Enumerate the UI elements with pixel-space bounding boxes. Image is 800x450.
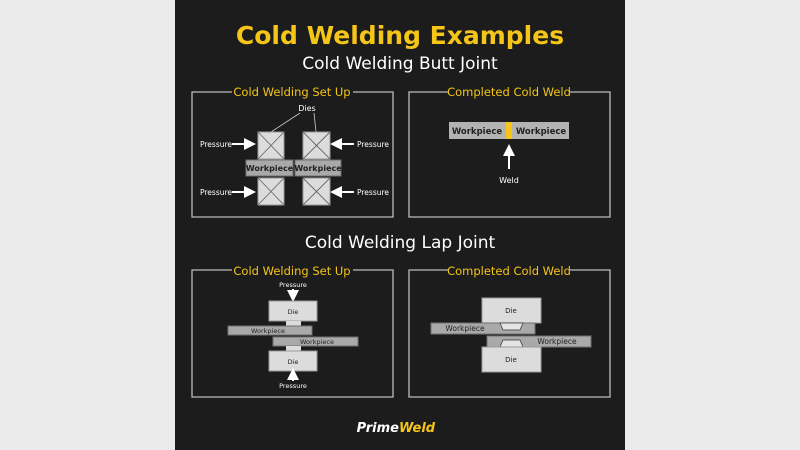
die-label: Die [288, 308, 299, 316]
butt-joint-heading: Cold Welding Butt Joint [302, 54, 498, 74]
workpiece-label: Workpiece [537, 337, 577, 346]
die-bottom-left [257, 177, 285, 206]
die-top [481, 297, 542, 324]
workpiece-label: Workpiece [251, 327, 285, 335]
workpiece-right [294, 159, 342, 177]
die-top-left [257, 131, 285, 160]
workpiece-label: Workpiece [300, 338, 334, 346]
weld-seam [506, 122, 512, 139]
die-label: Die [505, 356, 517, 364]
logo-weld: Weld [399, 421, 436, 436]
dies-label: Dies [298, 104, 315, 113]
pressure-label: Pressure [200, 140, 232, 149]
die-bottom-right [302, 177, 331, 206]
butt-setup-box: Cold Welding Set Up Dies Workpiece Workp… [191, 84, 394, 218]
die-top-right [302, 131, 331, 160]
lap-completed-title: Completed Cold Weld [447, 264, 571, 278]
butt-setup-title: Cold Welding Set Up [233, 85, 350, 99]
dark-panel [175, 0, 625, 450]
logo-prime: Prime [357, 421, 400, 436]
pressure-label: Pressure [357, 188, 389, 197]
lap-setup-box: Cold Welding Set Up Pressure Die Workpie… [191, 262, 394, 398]
butt-completed-box: Completed Cold Weld Workpiece Workpiece … [408, 84, 611, 218]
pressure-label: Pressure [357, 140, 389, 149]
pressure-label: Pressure [279, 382, 307, 390]
workpiece-label: Workpiece [452, 127, 503, 137]
workpiece-lower [272, 336, 359, 347]
lap-completed-box: Completed Cold Weld Die Workpiece Workpi… [408, 262, 611, 398]
workpiece-right-label: Workpiece [294, 164, 342, 173]
lap-setup-title: Cold Welding Set Up [233, 264, 350, 278]
workpiece-label: Workpiece [445, 324, 485, 333]
pressure-label: Pressure [200, 188, 232, 197]
primeweld-logo: Prime Weld [357, 421, 436, 436]
workpiece-label: Workpiece [516, 127, 567, 137]
die-label: Die [288, 358, 299, 366]
pressure-label: Pressure [279, 281, 307, 289]
workpiece-left [245, 159, 294, 177]
workpiece-upper [227, 325, 313, 336]
die-bottom [481, 346, 542, 373]
butt-completed-title: Completed Cold Weld [447, 85, 571, 99]
weld-label: Weld [499, 176, 519, 185]
die-label: Die [505, 307, 517, 315]
workpiece-left-label: Workpiece [246, 164, 294, 173]
lap-joint-heading: Cold Welding Lap Joint [305, 233, 496, 253]
main-title: Cold Welding Examples [236, 21, 564, 50]
workpiece-upper [430, 322, 536, 335]
